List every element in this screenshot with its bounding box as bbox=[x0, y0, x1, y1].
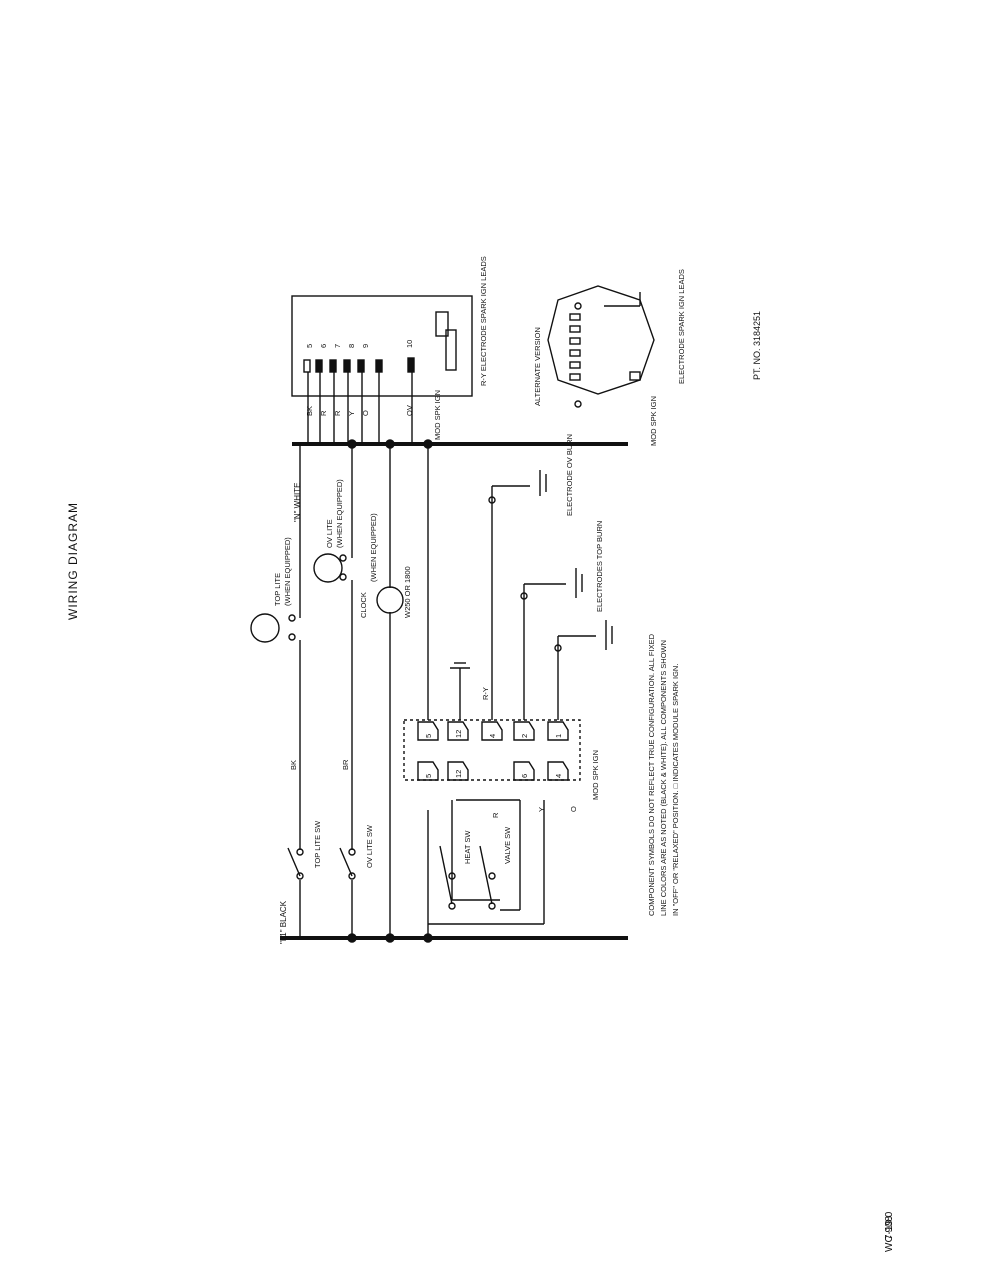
heat-sw-label: HEAT SW bbox=[463, 830, 472, 864]
electrode-ov-label: ELECTRODE OV BURN bbox=[565, 434, 574, 516]
terminal-number: 2 bbox=[520, 734, 529, 738]
alternate-version-label: ALTERNATE VERSION bbox=[533, 327, 542, 406]
terminal-number: 1 bbox=[554, 734, 563, 738]
terminal-number-lower: 5 bbox=[424, 774, 433, 778]
ov-lite-note: (WHEN EQUIPPED) bbox=[335, 479, 344, 548]
o-wire-label: O bbox=[569, 806, 578, 812]
terminal-block bbox=[403, 719, 581, 781]
note-line-2: LINE COLORS ARE AS NOTED (BLACK & WHITE)… bbox=[659, 640, 668, 916]
ry-electrode-label: R-Y ELECTRODE SPARK IGN LEADS bbox=[479, 256, 488, 386]
terminal-numbers: 5 12 4 2 1 5 12 6 4 bbox=[424, 730, 563, 778]
module-pin-number: 7 bbox=[333, 344, 342, 348]
module-pin-number: 10 bbox=[405, 340, 414, 348]
module-wire-color: O bbox=[361, 410, 370, 416]
top-lite-note: (WHEN EQUIPPED) bbox=[283, 537, 292, 606]
ov-lite-sw-label: OV LITE SW bbox=[365, 824, 374, 868]
clock-part: W250 OR 1800 bbox=[403, 566, 412, 618]
alternate-module bbox=[547, 285, 655, 395]
clock-symbol bbox=[376, 586, 404, 614]
note-line-1: COMPONENT SYMBOLS DO NOT REFLECT TRUE CO… bbox=[647, 633, 656, 916]
note-line-3: IN "OFF" OR "RELAXED" POSITION. □ INDICA… bbox=[671, 664, 680, 916]
electrodes-top-label: ELECTRODES TOP BURN bbox=[595, 521, 604, 612]
terminal-number: 12 bbox=[454, 730, 463, 738]
valve-sw-label: VALVE SW bbox=[503, 826, 512, 864]
ry-wire-label: R-Y bbox=[481, 687, 490, 700]
terminal-number: 5 bbox=[424, 734, 433, 738]
module-pin-number: 5 bbox=[305, 344, 314, 348]
r-wire-label: R bbox=[491, 812, 500, 818]
br-wire-label: BR bbox=[341, 759, 350, 770]
top-lite-lamp bbox=[250, 613, 280, 643]
ov-lite-lamp bbox=[313, 553, 343, 583]
clock-note: (WHEN EQUIPPED) bbox=[369, 513, 378, 582]
y-wire-label: Y bbox=[537, 807, 546, 812]
top-lite-label: TOP LITE bbox=[273, 573, 282, 606]
mod-spk-ign-top: MOD SPK IGN bbox=[433, 390, 442, 440]
module-pin-number: 6 bbox=[319, 344, 328, 348]
l1-black-label: "L1" BLACK bbox=[279, 900, 288, 944]
electrode-leads-label: ELECTRODE SPARK IGN LEADS bbox=[677, 269, 686, 384]
n-white-label: "N" WHITE bbox=[293, 483, 302, 522]
module-wire-color: R bbox=[319, 410, 328, 416]
terminal-number-lower: 6 bbox=[520, 774, 529, 778]
module-pin-number: 8 bbox=[347, 344, 356, 348]
terminal-number-lower: 12 bbox=[454, 770, 463, 778]
ov-lite-label: OV LITE bbox=[325, 519, 334, 548]
module-wire-color: OV bbox=[405, 405, 414, 416]
module-pin-number: 9 bbox=[361, 344, 370, 348]
terminal-number-lower: 4 bbox=[554, 774, 563, 778]
spark-module-box bbox=[291, 295, 473, 397]
module-wire-color: R bbox=[333, 410, 342, 416]
terminal-number: 4 bbox=[488, 734, 497, 738]
mod-spk-ign-label: MOD SPK IGN bbox=[591, 750, 600, 800]
bk-wire-label: BK bbox=[289, 760, 298, 770]
mod-spk-ign-mid: MOD SPK IGN bbox=[649, 396, 658, 446]
part-number: PT. NO. 3184251 bbox=[752, 311, 762, 380]
module-wire-color: Y bbox=[347, 411, 356, 416]
module-wire-color: BK bbox=[305, 406, 314, 416]
top-lite-sw-label: TOP LITE SW bbox=[313, 820, 322, 868]
clock-label: CLOCK bbox=[359, 592, 368, 618]
